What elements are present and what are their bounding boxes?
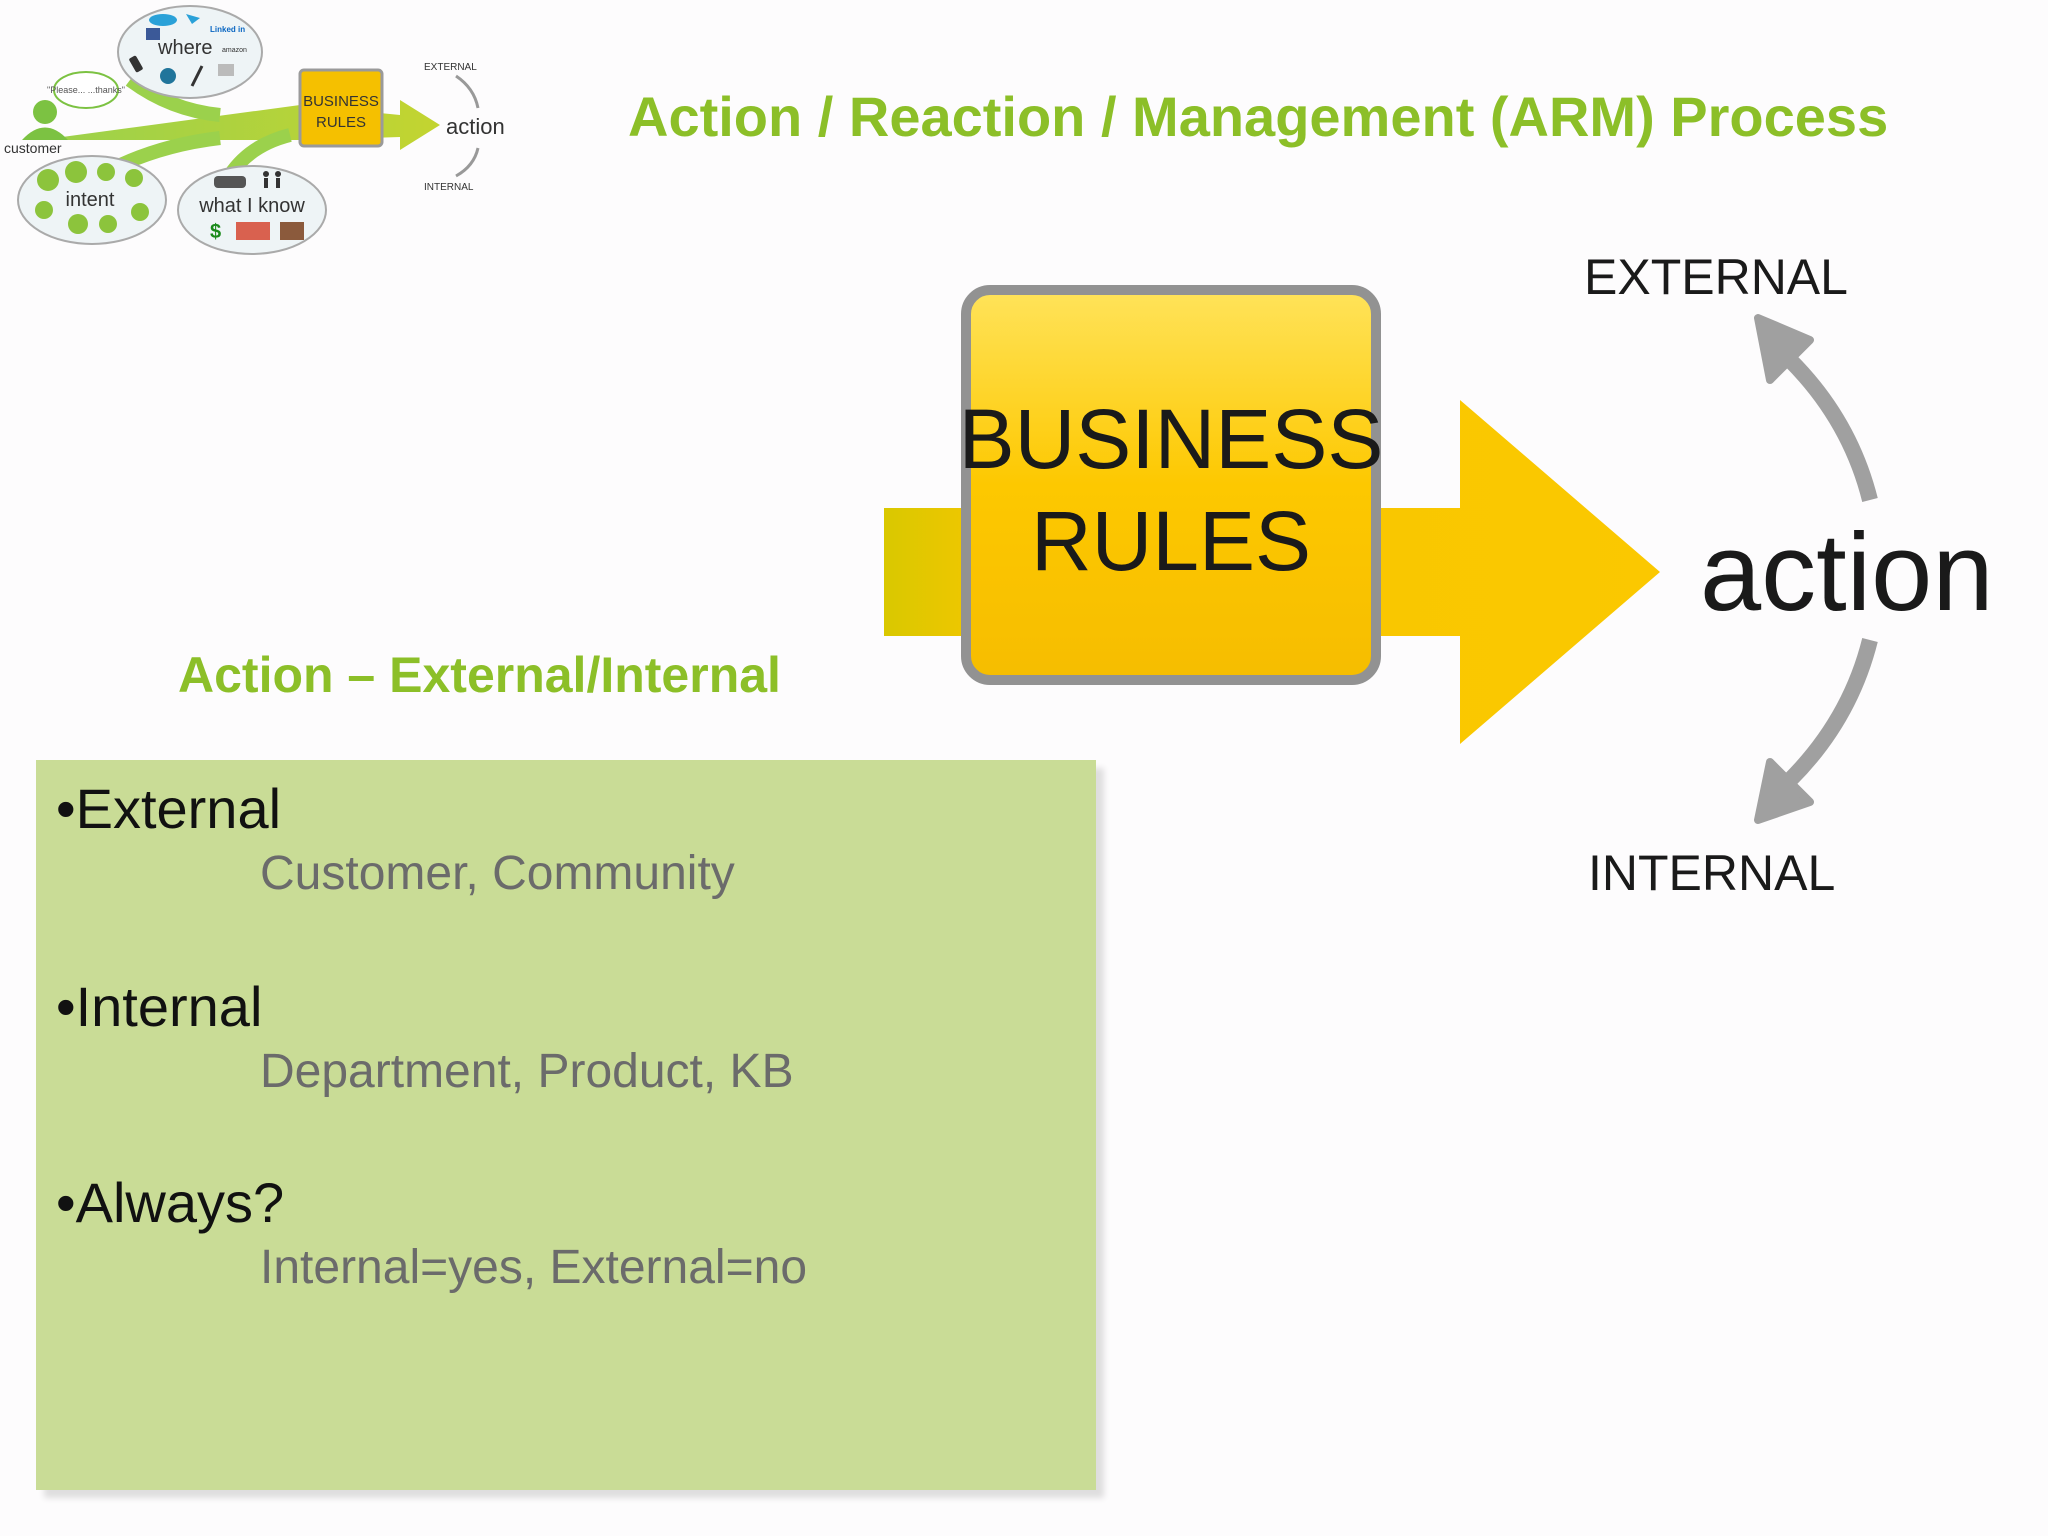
section-subheading: Action – External/Internal — [178, 647, 781, 703]
thumb-rules-line2: RULES — [316, 114, 366, 131]
facebook-icon — [146, 28, 160, 40]
please-thanks-text: "Please... ...thanks" — [47, 85, 125, 95]
where-label: where — [157, 37, 212, 59]
external-label: EXTERNAL — [1584, 249, 1848, 305]
building-icon — [280, 222, 304, 240]
bullet-external-heading: •External — [56, 777, 282, 840]
bullet-always-heading: •Always? — [56, 1171, 285, 1234]
dollar-icon: $ — [210, 221, 221, 243]
thumb-rules-box — [298, 68, 384, 148]
emoticon-icons — [35, 161, 149, 234]
bullet-internal-heading: •Internal — [56, 975, 263, 1038]
monitor-icon — [218, 64, 234, 76]
external-curved-arrow — [1754, 314, 1878, 502]
internal-label: INTERNAL — [1588, 845, 1835, 901]
car-icon — [214, 176, 246, 188]
rules-line1: BUSINESS — [959, 392, 1384, 486]
content-box: •External Customer, Community •Internal … — [36, 760, 1096, 1490]
pen-icon — [190, 65, 204, 87]
action-label: action — [1700, 511, 1994, 634]
twitter-icon — [186, 14, 200, 24]
amazon-text: amazon — [222, 47, 247, 54]
intent-label: intent — [66, 189, 115, 211]
internal-curved-arrow — [1754, 638, 1878, 824]
customer-icon — [22, 100, 68, 140]
thumb-down-arrow — [455, 147, 480, 178]
phone-icon — [129, 55, 143, 73]
bullet-always-detail: Internal=yes, External=no — [260, 1241, 808, 1294]
speech-bubble — [53, 71, 119, 109]
family-icon — [263, 171, 281, 188]
process-thumbnail: customer "Please... ...thanks" Linked in… — [4, 5, 505, 255]
business-rules-diagram: BUSINESS RULES action EXTERNAL INTERNAL — [884, 249, 1994, 901]
thumb-internal-label: INTERNAL — [424, 182, 474, 193]
wordpress-icon — [160, 68, 176, 84]
bullet-internal-detail: Department, Product, KB — [260, 1045, 794, 1098]
business-rules-box — [961, 285, 1381, 685]
thumb-up-arrow — [455, 74, 480, 109]
bullet-external-detail: Customer, Community — [260, 847, 735, 900]
linkedin-text: Linked in — [210, 25, 245, 34]
house-icon — [236, 222, 270, 240]
page-title: Action / Reaction / Management (ARM) Pro… — [628, 85, 1889, 148]
thumb-external-label: EXTERNAL — [424, 62, 477, 73]
thumb-action-label: action — [446, 114, 505, 139]
rules-line2: RULES — [1031, 494, 1311, 588]
skype-icon — [149, 14, 177, 26]
customer-label: customer — [4, 140, 62, 156]
thumb-rules-line1: BUSINESS — [303, 93, 379, 110]
what-i-know-label: what I know — [198, 195, 305, 217]
